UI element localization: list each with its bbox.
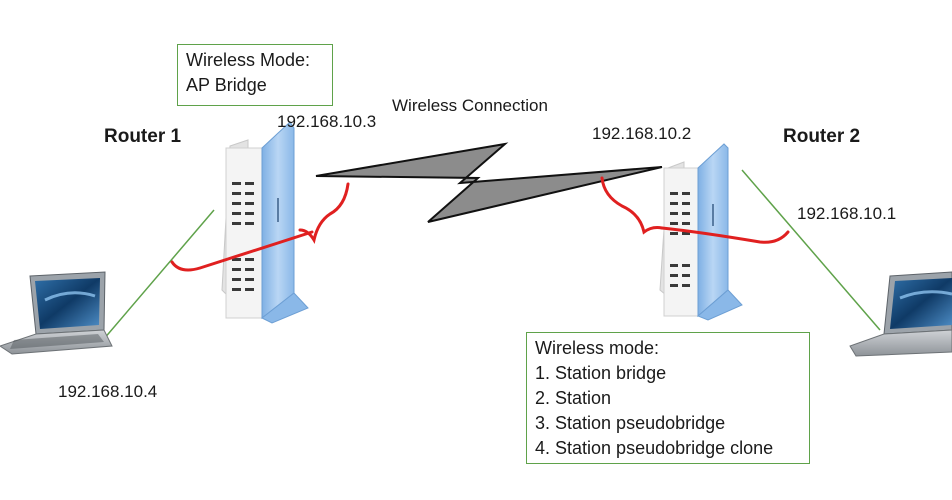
laptop-icon (0, 271, 113, 355)
station-mode-line-5: 4. Station pseudobridge clone (535, 438, 774, 458)
router2-port-cable (660, 226, 790, 244)
cable-laptop1-router1 (102, 209, 215, 341)
laptop-icon (849, 271, 952, 357)
cable-router2-laptop2 (741, 169, 881, 331)
router1-label: Router 1 (104, 126, 182, 147)
laptop1-ip: 192.168.10.4 (58, 382, 158, 401)
station-mode-line-4: 3. Station pseudobridge (535, 413, 726, 433)
router1-port-cable (170, 230, 314, 272)
router2-label: Router 2 (783, 126, 861, 147)
station-mode-line-2: 1. Station bridge (535, 363, 667, 383)
router2-bracket (600, 176, 664, 235)
station-mode-line-1: Wireless mode: (535, 338, 660, 358)
lightning-bolt-icon (315, 142, 663, 223)
ap-mode-box: Wireless Mode: AP Bridge (177, 44, 333, 106)
router2-ip-lan: 192.168.10.1 (797, 204, 897, 223)
station-mode-box: Wireless mode: 1. Station bridge 2. Stat… (526, 332, 810, 464)
ap-mode-line-2: AP Bridge (186, 75, 267, 95)
router-icon (221, 121, 309, 324)
router1-bracket (298, 182, 350, 244)
router1-ip: 192.168.10.3 (277, 112, 377, 131)
station-mode-line-3: 2. Station (535, 388, 612, 408)
router-icon (659, 143, 743, 321)
ap-mode-line-1: Wireless Mode: (186, 50, 311, 70)
router2-ip-wireless: 192.168.10.2 (592, 124, 692, 143)
wireless-connection-label: Wireless Connection (392, 96, 548, 115)
